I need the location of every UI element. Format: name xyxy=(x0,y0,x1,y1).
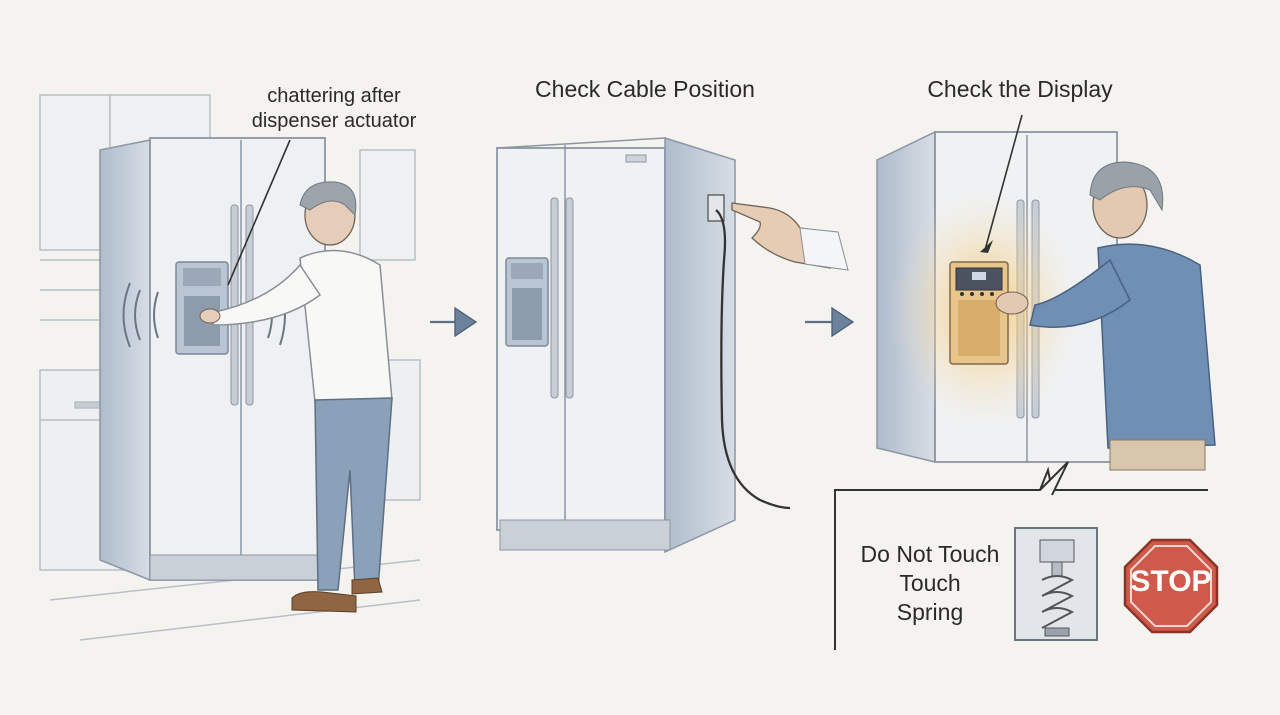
arrow-right-icon xyxy=(805,306,855,338)
callout-line-display xyxy=(984,114,1023,251)
label-chattering-line2: dispenser actuator xyxy=(251,110,417,132)
callout-line-chattering xyxy=(227,139,291,286)
spring-icon xyxy=(1014,527,1098,641)
warning-line1: Do Not Touch xyxy=(860,541,1000,567)
callout-arrowhead xyxy=(980,240,993,253)
stop-sign-text: STOP xyxy=(1130,565,1212,598)
man-right xyxy=(995,161,1216,471)
arrow-right-icon xyxy=(430,306,478,338)
pointing-hand-icon xyxy=(731,202,849,271)
fridge-left xyxy=(99,137,326,582)
label-check-cable: Check Cable Position xyxy=(535,76,755,102)
stop-sign-icon xyxy=(1123,538,1219,634)
warning-callout xyxy=(834,461,1208,650)
label-check-display: Check the Display xyxy=(927,76,1113,102)
man-left xyxy=(199,181,393,613)
warning-line2: Touch xyxy=(899,570,961,596)
label-chattering: chattering after dispenser actuator xyxy=(224,84,444,134)
fridge-center xyxy=(496,136,791,554)
warning-line3: Spring xyxy=(896,599,964,625)
label-chattering-line1: chattering after xyxy=(267,85,401,107)
warning-text: Do Not Touch Touch Spring xyxy=(850,540,1010,627)
